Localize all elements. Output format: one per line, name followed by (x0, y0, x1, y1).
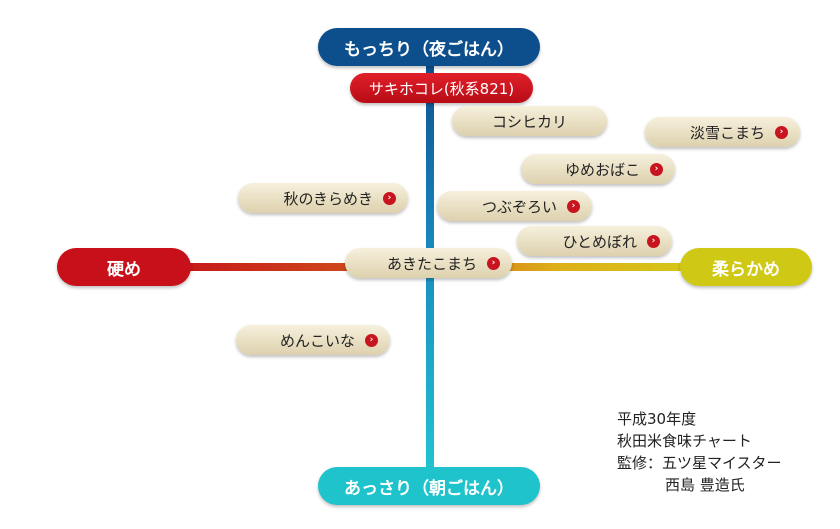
credit-supervisor: 監修：五ツ星マイスター (617, 454, 782, 472)
variety-label: めんこいな (279, 331, 355, 350)
variety-hitomebore[interactable]: ひとめぼれ › (517, 226, 672, 256)
variety-yumeobako[interactable]: ゆめおばこ › (521, 154, 675, 184)
variety-label: つぶぞろい (481, 197, 557, 216)
axis-label-katame: 硬め (57, 248, 191, 286)
variety-label: 秋のきらめき (283, 189, 373, 208)
variety-menkoina[interactable]: めんこいな › (236, 325, 390, 355)
variety-aki-no-kirameki[interactable]: 秋のきらめき › (238, 183, 408, 213)
axis-label-assari: あっさり（朝ごはん） (318, 467, 540, 505)
variety-label: コシヒカリ (491, 112, 567, 131)
variety-label: ゆめおばこ (564, 160, 640, 179)
variety-label: ひとめぼれ (562, 232, 637, 251)
chevron-right-circle-icon: › (775, 125, 788, 139)
chart-credit: 平成30年度 秋田米食味チャート 監修：五ツ星マイスター 西島 豊造氏 (617, 408, 782, 496)
credit-year: 平成30年度 (617, 410, 697, 428)
variety-label: あきたこまち (386, 254, 477, 273)
variety-koshihikari: コシヒカリ (452, 106, 607, 136)
credit-title: 秋田米食味チャート (617, 432, 752, 450)
variety-awayuki-komachi[interactable]: 淡雪こまち › (645, 117, 800, 147)
chevron-right-circle-icon: › (365, 333, 378, 347)
variety-akitakomachi[interactable]: あきたこまち › (345, 248, 512, 278)
variety-label: 淡雪こまち (689, 123, 765, 142)
chevron-right-circle-icon: › (487, 256, 500, 270)
axis-label-yawarakame: 柔らかめ (680, 248, 812, 286)
chevron-right-circle-icon: › (567, 199, 580, 213)
axis-label-mochiri: もっちり（夜ごはん） (318, 28, 540, 66)
chevron-right-circle-icon: › (650, 162, 663, 176)
variety-tsubuzoroi[interactable]: つぶぞろい › (437, 191, 592, 221)
credit-name: 西島 豊造氏 (665, 476, 745, 494)
variety-sakihokore[interactable]: サキホコレ(秋系821) (350, 73, 533, 103)
chevron-right-circle-icon: › (647, 234, 660, 248)
chevron-right-circle-icon: › (383, 191, 396, 205)
